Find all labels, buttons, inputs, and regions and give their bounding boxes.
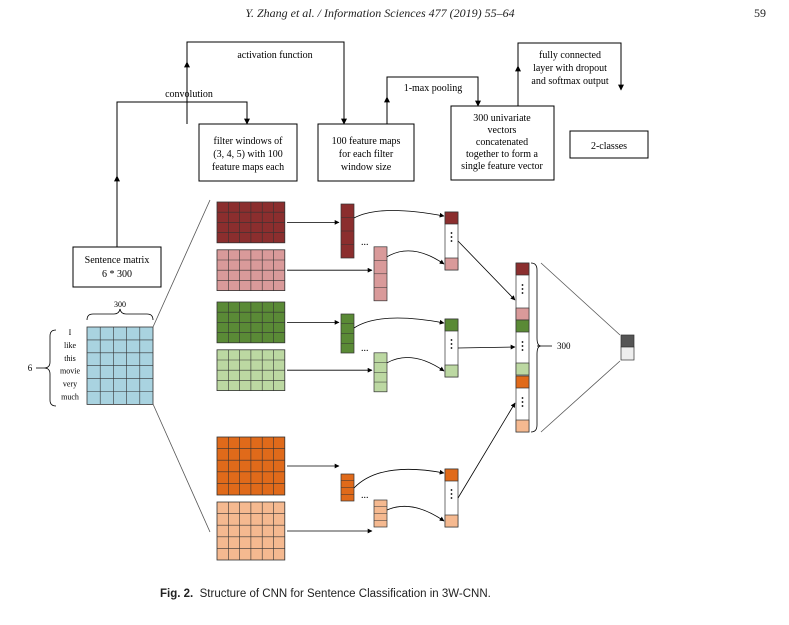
top-flow (114, 41, 624, 247)
curve-green-light (386, 357, 445, 372)
filter-orange-light (216, 501, 286, 561)
univariate-text-4: together to form a (466, 149, 538, 160)
word-i: I (69, 328, 72, 337)
curve-orange-light (386, 505, 445, 522)
concat-seg-4 (515, 375, 530, 389)
feature-maps-box (317, 123, 415, 182)
concat-dots-1 (521, 284, 524, 294)
pooled-dots-orange (450, 489, 453, 499)
curve-red-dark (353, 210, 445, 219)
dim-6-label: 6 (28, 363, 33, 373)
filter-red-light (216, 249, 286, 292)
pooled-orange-light (444, 514, 459, 528)
pooled-green-light (444, 364, 459, 378)
filter-windows-text-3: feature maps each (212, 162, 284, 173)
univariate-box (450, 105, 555, 181)
ellipsis-red: ... (361, 237, 369, 248)
classes-box (569, 130, 649, 159)
arrow-to-concat-green (457, 344, 516, 350)
univariate-text-3: concatenated (476, 137, 528, 148)
curve-green-dark (353, 317, 445, 329)
ellipsis-green: ... (361, 343, 369, 354)
word-movie: movie (60, 367, 80, 376)
figure-caption: Fig. 2. Structure of CNN for Sentence Cl… (160, 588, 680, 600)
curve-orange-dark (353, 468, 445, 489)
concat-dots-2 (521, 341, 524, 351)
concat-seg-1 (515, 307, 530, 321)
filter-green-dark (216, 301, 286, 344)
activation-function-label: activation function (237, 50, 312, 61)
concat-300-label: 300 (557, 341, 571, 351)
page-number: 59 (754, 6, 766, 20)
univariate-text-1: 300 univariate (473, 113, 531, 124)
concat-dots-3 (521, 397, 524, 407)
filter-red-dark (216, 201, 286, 244)
univariate-text-2: vectors (488, 125, 517, 136)
fully-connected-label-2: layer with dropout (533, 63, 607, 74)
sentence-matrix-text-1: Sentence matrix (85, 255, 150, 266)
feature-maps-text-3: window size (341, 162, 392, 173)
sentence-matrix-box (72, 246, 162, 288)
running-header: Y. Zhang et al. / Information Sciences 4… (245, 6, 515, 20)
line-to-output-top (540, 262, 621, 336)
input-sentence-matrix (86, 326, 154, 405)
concat-seg-3 (515, 362, 530, 376)
filter-windows-text-2: (3, 4, 5) with 100 (213, 149, 282, 160)
pooled-orange-dark (444, 468, 459, 482)
word-much: much (61, 393, 79, 402)
line-to-output-bottom (540, 360, 621, 433)
concat-seg-0 (515, 262, 530, 276)
feature-maps-text-2: for each filter (339, 149, 394, 160)
feature-maps-text-1: 100 feature maps (332, 136, 401, 147)
arrow-to-concat-orange (457, 402, 516, 499)
filter-green-light (216, 349, 286, 391)
caption-label: Fig. 2. (160, 588, 194, 600)
pooled-dots-green (450, 339, 453, 349)
pooled-green-dark (444, 318, 459, 332)
arrow-to-concat-red (457, 240, 516, 301)
word-this: this (64, 354, 76, 363)
filter-orange-dark (216, 436, 286, 496)
caption-text: Structure of CNN for Sentence Classifica… (199, 588, 491, 600)
word-like: like (64, 341, 76, 350)
fully-connected-label-1: fully connected (539, 50, 601, 61)
word-very: very (63, 380, 77, 389)
filter-windows-box (198, 123, 298, 182)
convolution-label: convolution (165, 89, 213, 100)
curve-red-light (386, 250, 445, 265)
univariate-text-5: single feature vector (461, 161, 543, 172)
dim-300-label: 300 (114, 300, 126, 309)
fully-connected-label-3: and softmax output (531, 76, 608, 87)
output-class-1 (620, 334, 635, 348)
sentence-matrix-text-2: 6 * 300 (102, 269, 132, 280)
concat-seg-2 (515, 319, 530, 333)
filter-windows-text-1: filter windows of (214, 136, 284, 147)
output-class-2 (620, 346, 635, 361)
pooling-label: 1-max pooling (404, 83, 463, 94)
pooled-red-dark (444, 211, 459, 225)
ellipsis-orange: ... (361, 490, 369, 501)
concat-seg-5 (515, 419, 530, 433)
concat-brace (530, 262, 542, 433)
classes-text: 2-classes (591, 141, 627, 152)
pooled-red-light (444, 257, 459, 271)
pooled-dots-red (450, 232, 453, 242)
